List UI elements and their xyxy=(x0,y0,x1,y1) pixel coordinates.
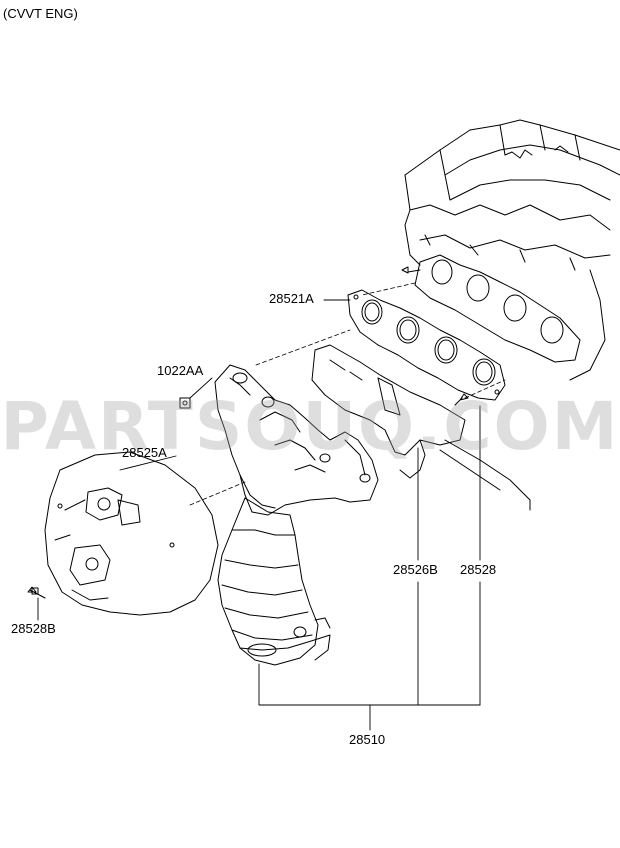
exhaust-manifold xyxy=(214,364,379,516)
alignment-dashes xyxy=(189,282,506,506)
part-label-28528B[interactable]: 28528B xyxy=(11,621,56,636)
diagram-title: (CVVT ENG) xyxy=(3,6,78,21)
part-label-28525A[interactable]: 28525A xyxy=(122,445,167,460)
manifold-gasket-28521A xyxy=(347,289,506,401)
outer-heat-shield-28525A xyxy=(44,451,219,616)
leader-lines xyxy=(37,299,481,731)
part-label-1022AA[interactable]: 1022AA xyxy=(157,363,204,378)
nut-1022AA xyxy=(179,397,191,409)
part-label-28528[interactable]: 28528 xyxy=(460,562,497,577)
engine-block xyxy=(404,119,620,511)
bolt-28528 xyxy=(454,393,469,406)
part-label-28510[interactable]: 28510 xyxy=(349,732,386,747)
catalytic-converter xyxy=(217,497,331,666)
engine-gasket xyxy=(401,254,581,363)
part-label-28521A[interactable]: 28521A xyxy=(269,291,314,306)
bolt-28528B xyxy=(27,586,46,599)
heat-shield-28526B xyxy=(311,344,466,479)
part-label-28526B[interactable]: 28526B xyxy=(393,562,438,577)
